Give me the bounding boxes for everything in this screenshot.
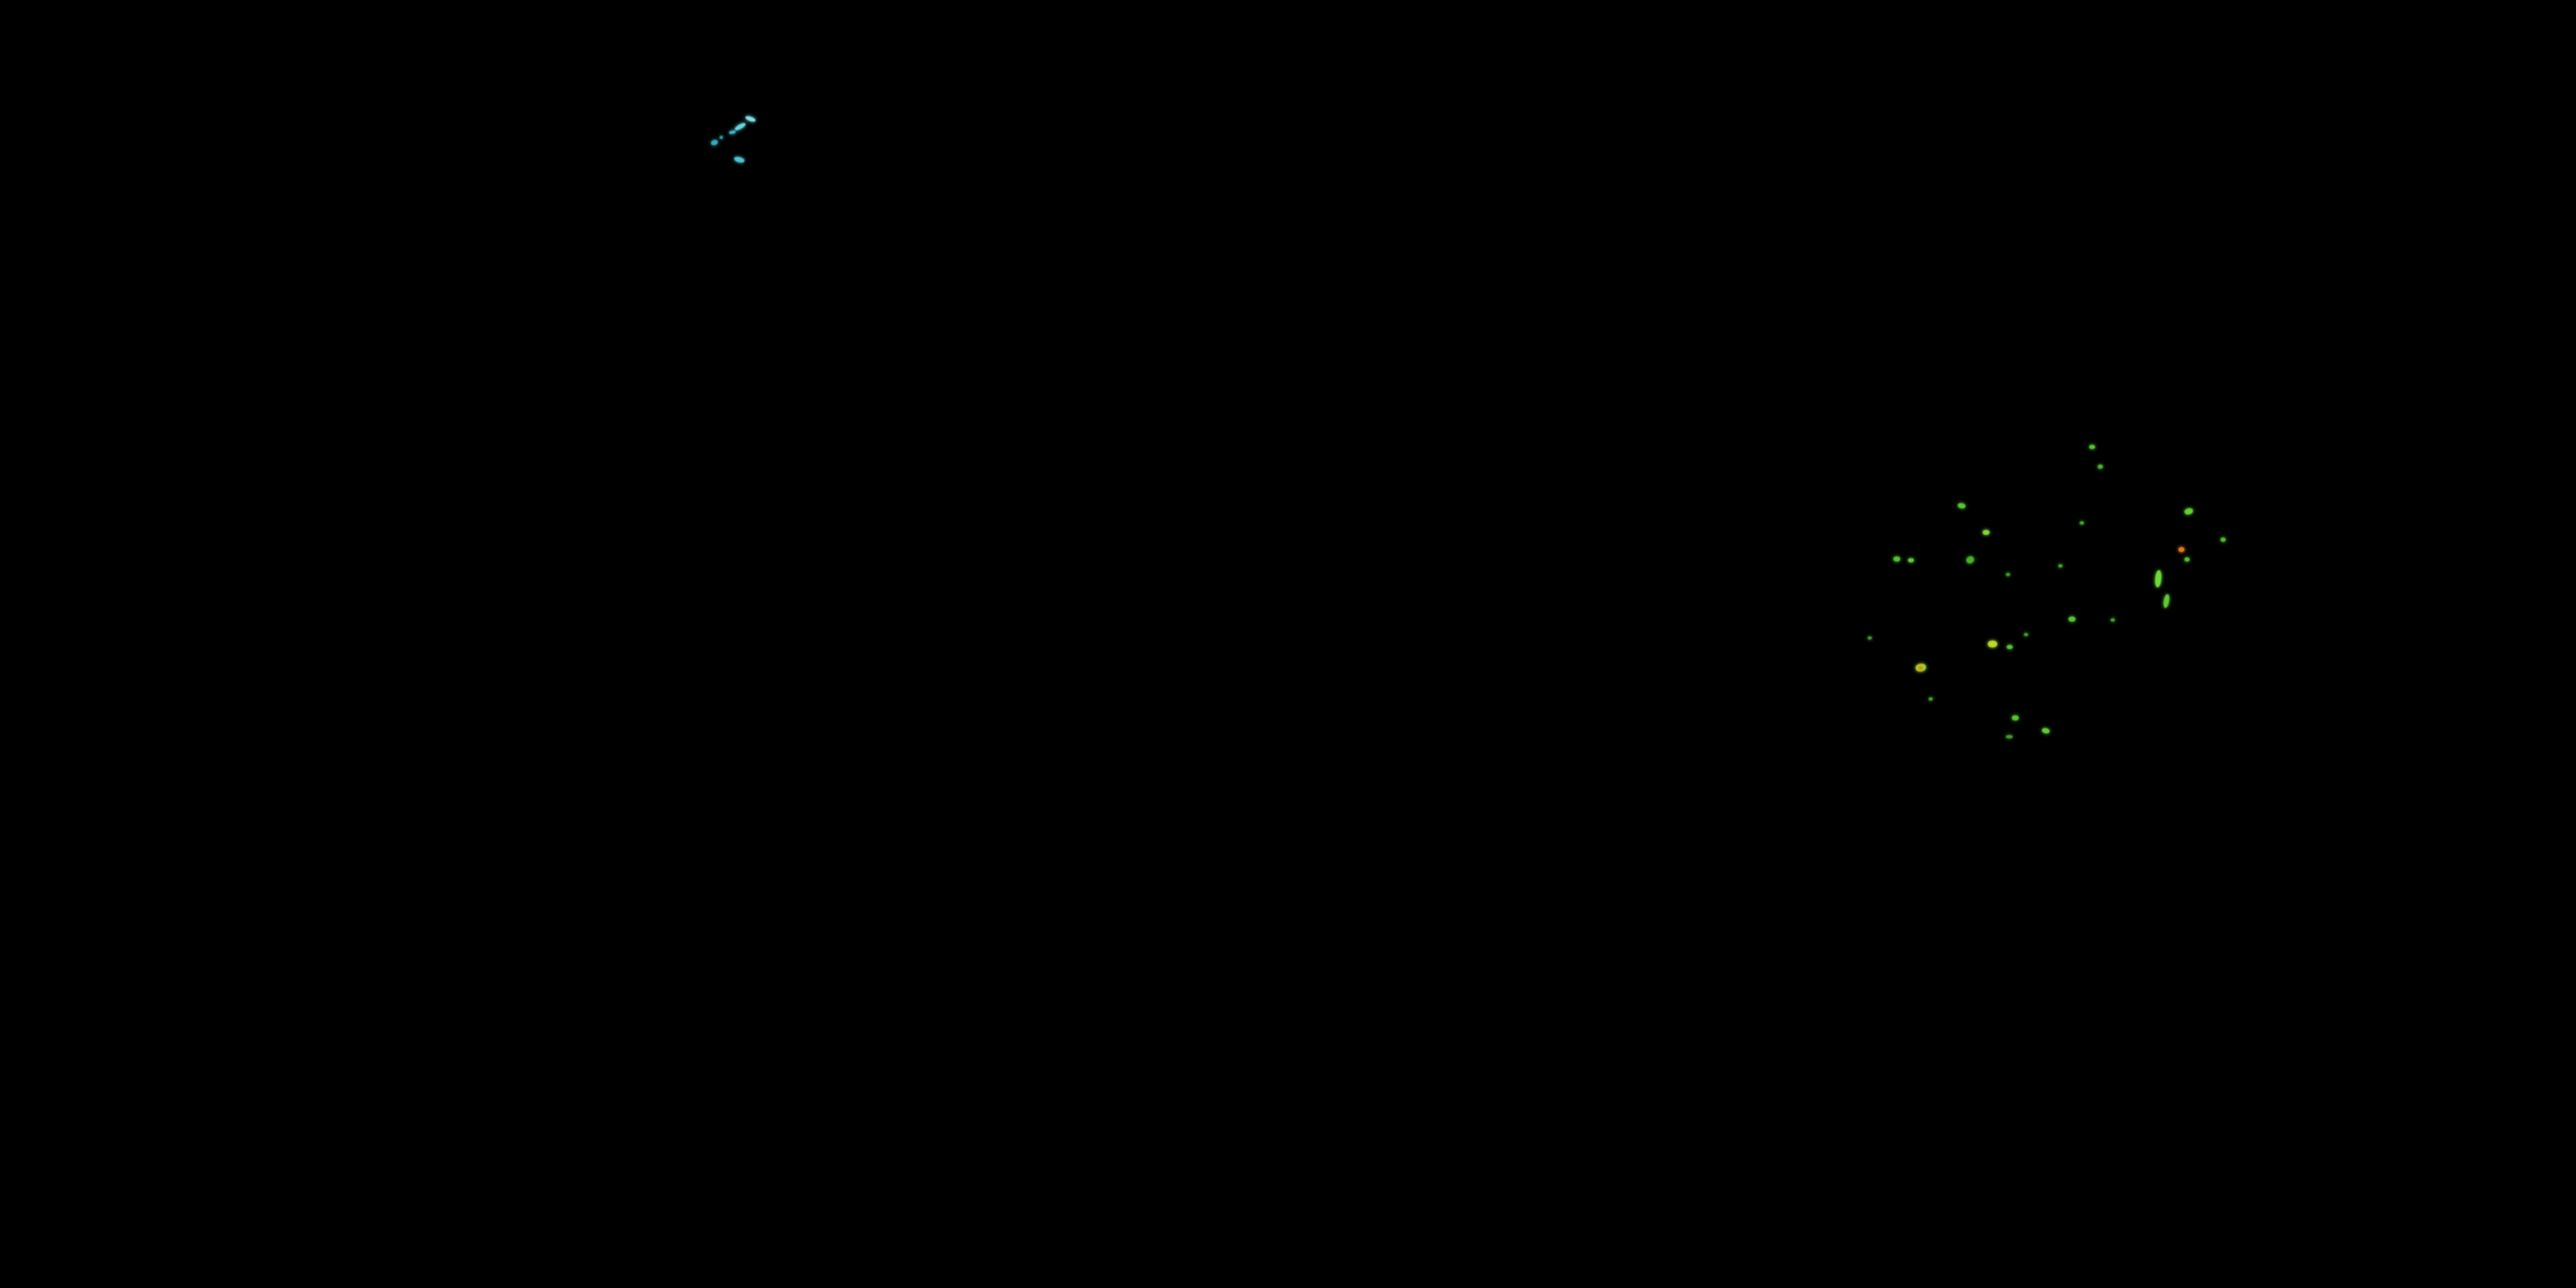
- cyan-streak-cluster-speck: [728, 130, 737, 135]
- green-speck-cluster-speck: [2007, 645, 2013, 649]
- green-speck-cluster-speck: [1893, 556, 1900, 562]
- green-speck-cluster-speck: [2154, 569, 2162, 588]
- green-speck-cluster-speck: [2162, 593, 2171, 609]
- green-speck-cluster-speck: [1929, 697, 1933, 701]
- green-speck-cluster-speck: [2184, 507, 2194, 516]
- cyan-streak-cluster-speck: [733, 155, 745, 164]
- green-speck-cluster-speck: [1988, 641, 1997, 647]
- green-speck-cluster-speck: [1908, 558, 1914, 562]
- cyan-streak-cluster-speck: [733, 121, 747, 132]
- green-speck-cluster-speck: [1918, 666, 1923, 670]
- green-speck-cluster-speck: [2069, 617, 2075, 622]
- green-speck-cluster-speck: [2058, 564, 2063, 568]
- cyan-streak-cluster-speck: [720, 136, 723, 139]
- cyan-streak-cluster-speck: [710, 138, 719, 147]
- green-speck-cluster-speck: [2024, 633, 2028, 636]
- green-speck-cluster-speck: [2006, 735, 2013, 738]
- green-speck-cluster-speck: [2098, 465, 2103, 469]
- green-speck-cluster-speck: [1983, 530, 1990, 535]
- cyan-streak-cluster-speck: [744, 115, 756, 123]
- green-speck-cluster-speck: [2080, 521, 2084, 525]
- green-speck-cluster-speck: [2184, 557, 2190, 562]
- green-speck-cluster-speck: [2041, 726, 2050, 735]
- green-speck-cluster-speck: [1868, 636, 1872, 640]
- green-speck-cluster-speck: [2089, 445, 2095, 449]
- green-speck-cluster-speck: [2111, 618, 2115, 622]
- green-speck-cluster-speck: [2012, 715, 2019, 720]
- green-speck-cluster-speck: [2178, 547, 2184, 552]
- green-speck-cluster-speck: [2006, 573, 2010, 576]
- green-speck-cluster-speck: [2221, 538, 2226, 542]
- green-speck-cluster-speck: [1965, 555, 1976, 565]
- green-speck-cluster-speck: [1957, 502, 1966, 509]
